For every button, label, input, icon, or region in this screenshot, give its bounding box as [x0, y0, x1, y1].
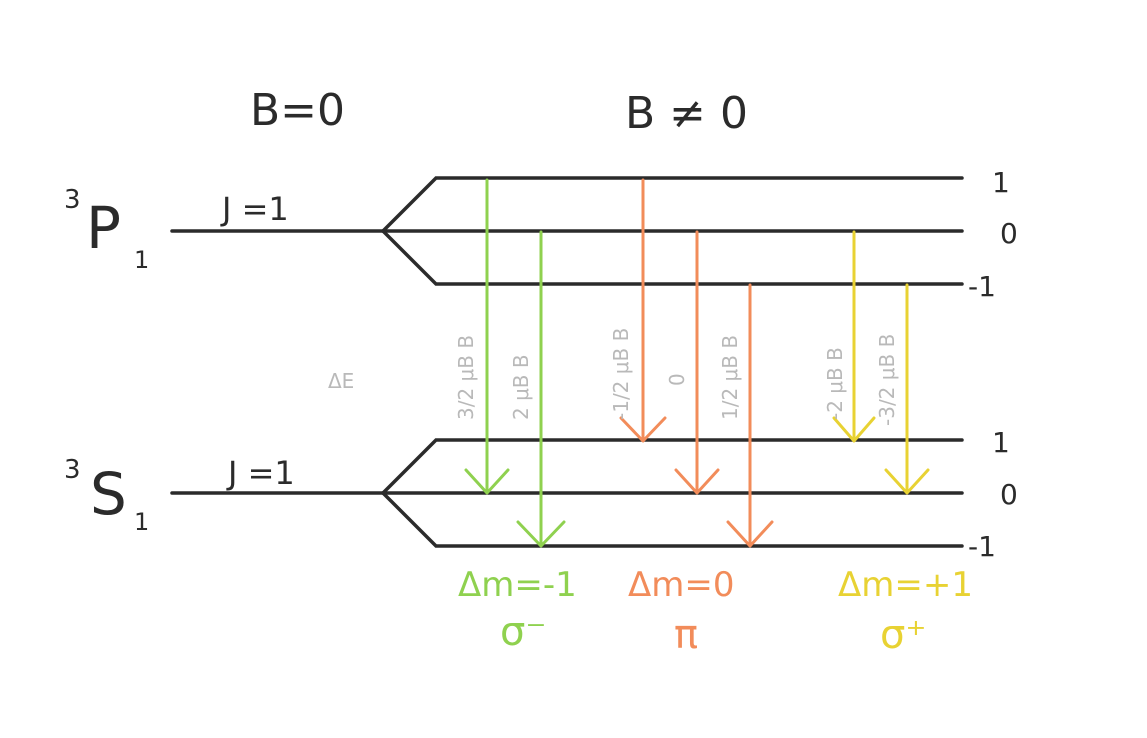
sigma-plus-arrows	[832, 230, 930, 495]
lower-m-label-minus1: -1	[968, 530, 996, 563]
shift-label-1: 3/2 μB B	[454, 335, 478, 420]
shift-label-5: 1/2 μB B	[718, 335, 742, 420]
header-b-zero: B=0	[250, 85, 345, 136]
shift-label-7: -3/2 μB B	[875, 334, 899, 426]
upper-m-label-plus1: 1	[992, 166, 1010, 199]
rule-delta-m-plus1: Δm=+1	[838, 565, 973, 605]
lower-level-m-minus1	[381, 491, 964, 548]
arrow-yellow-1-head	[832, 416, 876, 443]
upper-term-superscript: 3	[64, 185, 81, 215]
lower-m-label-0: 0	[1000, 478, 1018, 511]
upper-level-m-minus1	[381, 229, 964, 286]
upper-term-letter: P	[86, 194, 121, 262]
arrow-green-1-head	[464, 468, 510, 495]
arrow-orange-2-head	[674, 468, 720, 495]
shift-label-3: -1/2 μB B	[609, 328, 633, 420]
lower-term-superscript: 3	[64, 455, 81, 485]
shift-label-2: 2 μB B	[509, 354, 533, 420]
lower-level-m-plus1	[381, 438, 964, 495]
polarization-pi: π	[674, 612, 698, 658]
arrow-orange-3-head	[726, 520, 774, 548]
delta-e-label: ΔE	[328, 369, 354, 393]
arrow-yellow-2-head	[884, 468, 930, 495]
lower-m-label-plus1: 1	[992, 426, 1010, 459]
rule-delta-m-minus1: Δm=-1	[458, 565, 577, 605]
lower-j-label: J =1	[226, 454, 295, 492]
arrow-green-2-head	[516, 520, 566, 548]
pi-arrows	[619, 178, 774, 548]
lower-levels	[170, 438, 964, 548]
lower-term-label: 3 S 1	[64, 455, 149, 536]
lower-term-letter: S	[90, 460, 127, 528]
shift-label-6: -2 μB B	[823, 347, 847, 420]
header-b-nonzero: B ≠ 0	[625, 88, 748, 139]
shift-label-4: 0	[665, 373, 689, 386]
upper-term-label: 3 P 1	[64, 185, 149, 274]
polarization-sigma-plus: σ⁺	[880, 612, 926, 658]
sigma-minus-arrows	[464, 178, 566, 548]
upper-m-label-minus1: -1	[968, 270, 996, 303]
lower-term-subscript: 1	[134, 508, 149, 536]
upper-level-m-plus1	[381, 176, 964, 233]
upper-m-label-0: 0	[1000, 217, 1018, 250]
arrow-orange-1-head	[619, 416, 667, 443]
upper-j-label: J =1	[220, 190, 289, 228]
rule-delta-m-0: Δm=0	[628, 565, 735, 605]
upper-term-subscript: 1	[134, 246, 149, 274]
upper-levels	[170, 176, 964, 286]
polarization-sigma-minus: σ⁻	[500, 609, 546, 655]
transition-arrows	[464, 178, 930, 548]
